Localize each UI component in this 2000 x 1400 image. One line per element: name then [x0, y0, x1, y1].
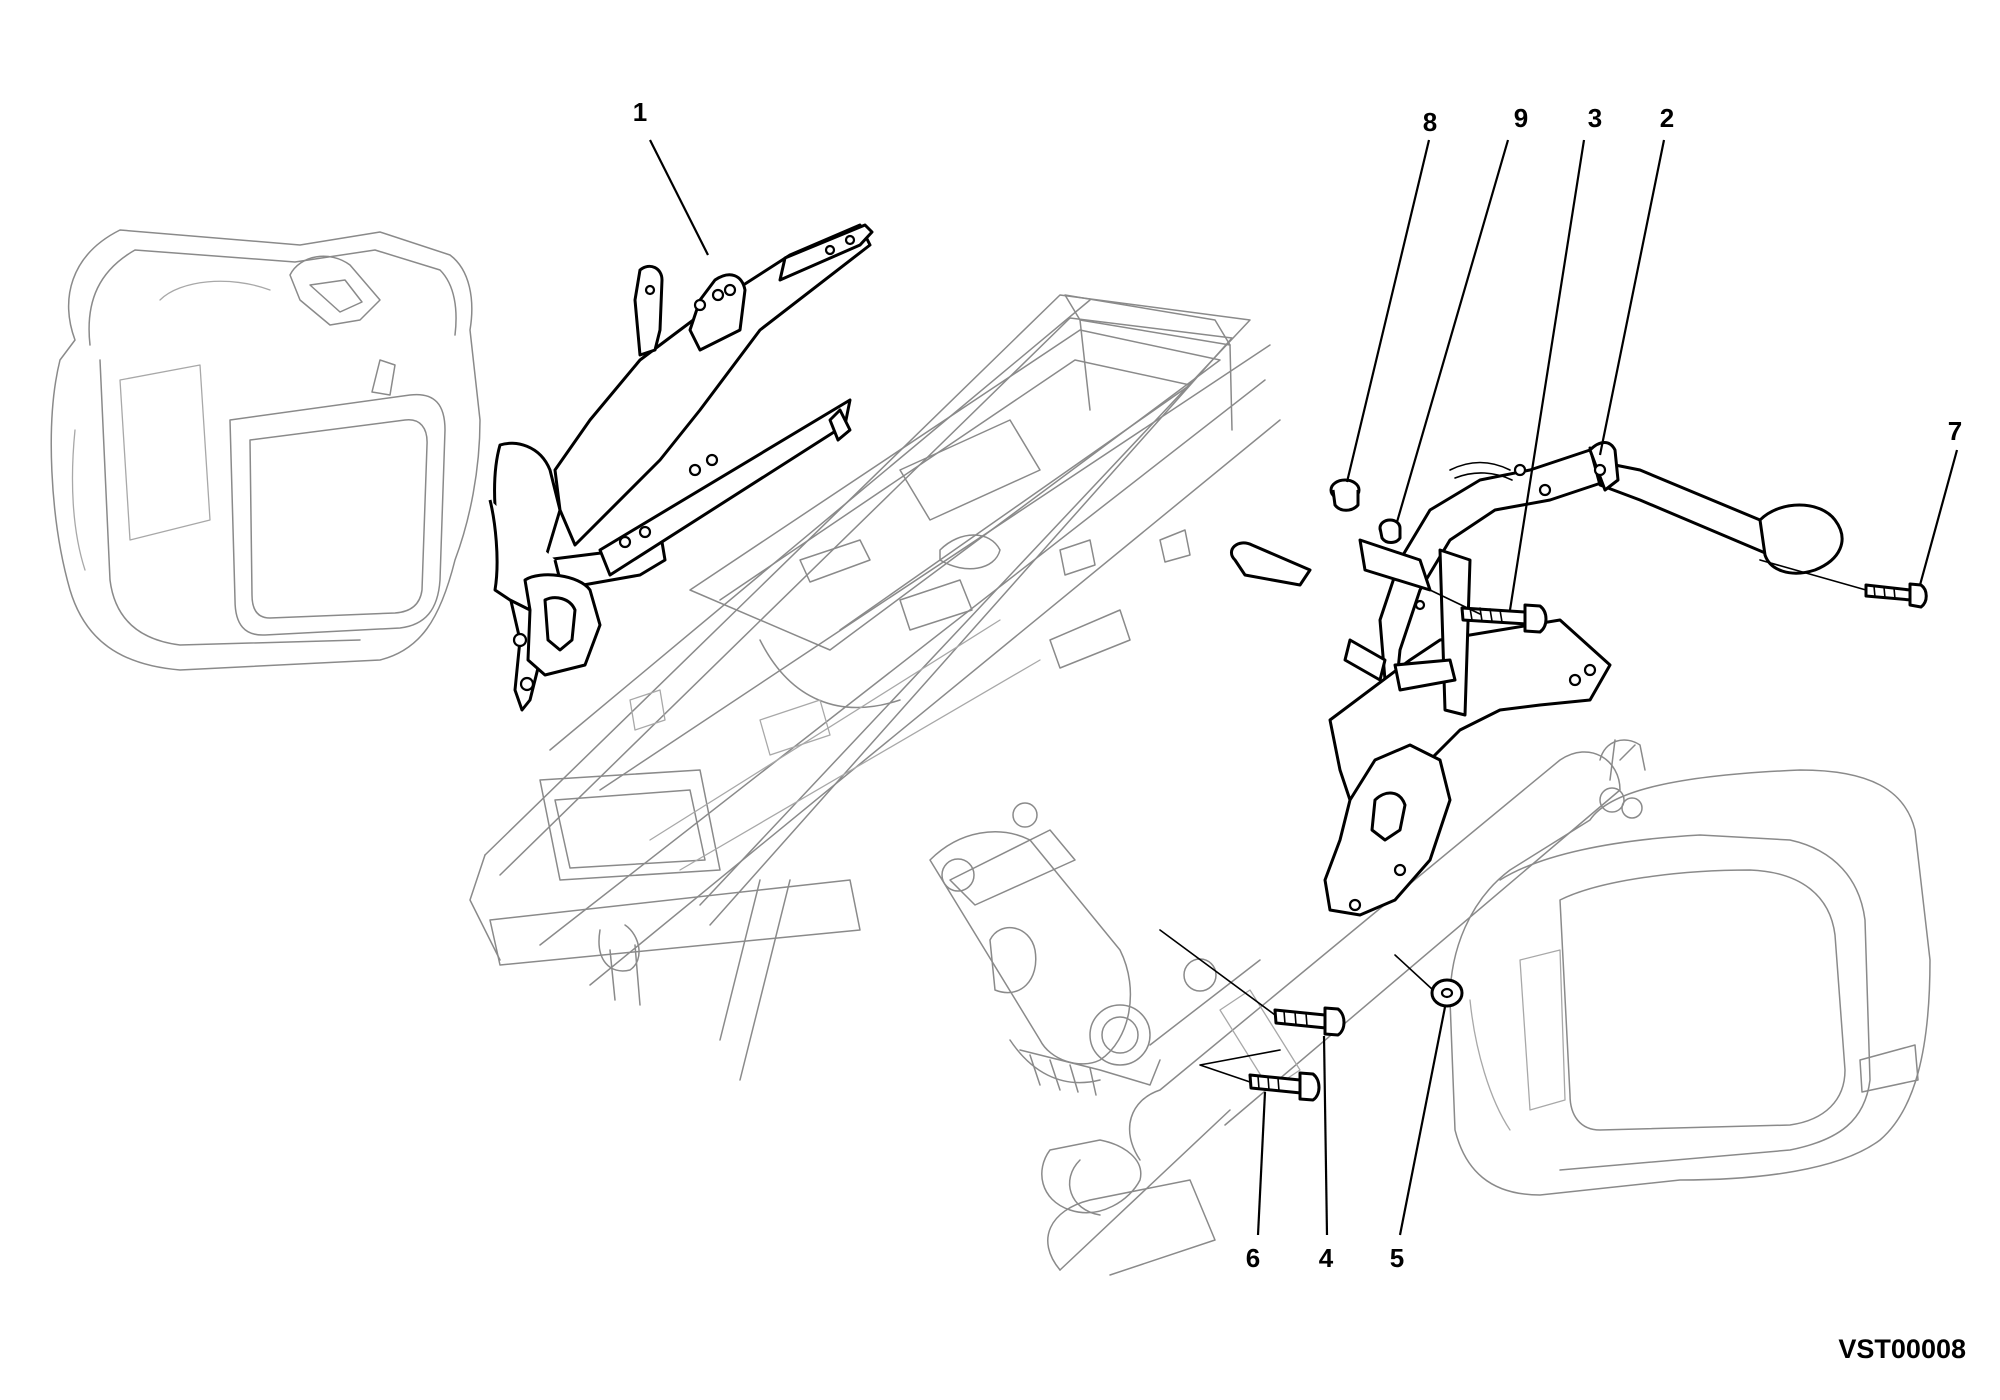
- bolt-part-6: [1248, 1071, 1321, 1102]
- motorcycle-rear-subframe: [469, 294, 1281, 1081]
- bolt-part-4: [1273, 1006, 1346, 1037]
- callout-7: 7: [1948, 416, 1962, 446]
- assembly-lines: [1159, 559, 1867, 1083]
- right-pannier-case: [1449, 739, 1931, 1196]
- left-pannier-rack: [488, 223, 874, 712]
- callout-leader-lines: [649, 139, 1959, 1236]
- washer-part-5: [1430, 978, 1464, 1008]
- bolt-part-3: [1460, 603, 1548, 634]
- callout-8: 8: [1423, 107, 1437, 137]
- drawing-code: VST00008: [1838, 1334, 1966, 1364]
- callout-2: 2: [1660, 103, 1674, 133]
- grommet-part-8: [1329, 478, 1361, 512]
- callout-3: 3: [1588, 103, 1602, 133]
- right-pannier-rack: [1230, 441, 1844, 917]
- callout-6: 6: [1246, 1243, 1260, 1273]
- callout-9: 9: [1514, 103, 1528, 133]
- spacer-part-9: [1378, 518, 1402, 544]
- left-pannier-case: [50, 229, 481, 671]
- callout-1: 1: [633, 97, 647, 127]
- callout-5: 5: [1390, 1243, 1404, 1273]
- callout-labels: 1 8 9 3 2 7 6 4 5: [633, 97, 1962, 1273]
- callout-4: 4: [1319, 1243, 1334, 1273]
- bolt-part-7: [1864, 582, 1928, 609]
